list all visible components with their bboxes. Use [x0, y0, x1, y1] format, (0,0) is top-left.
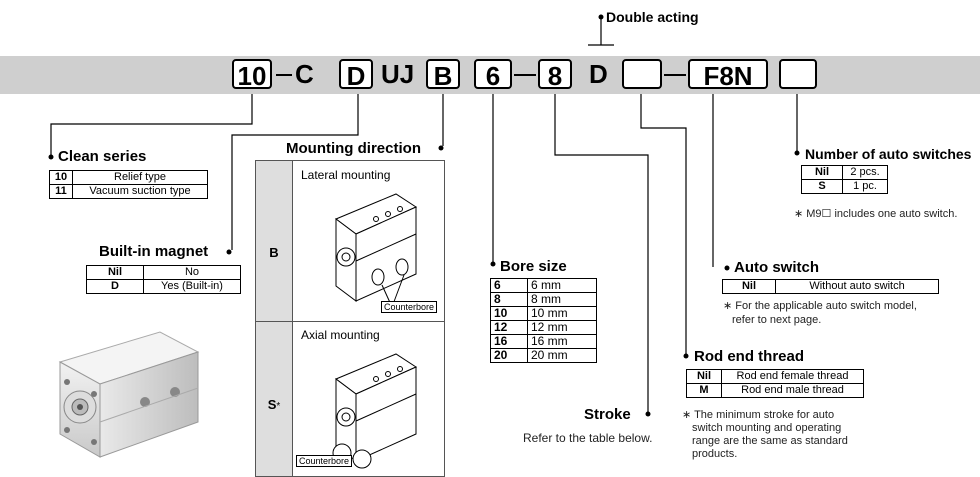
- code-bore: 6: [474, 59, 512, 89]
- code-switch-count: [779, 59, 817, 89]
- code-rod-end: [622, 59, 662, 89]
- cell-value: Relief type: [73, 171, 208, 185]
- cell-value: 10 mm: [528, 307, 597, 321]
- auto-switch-note-2: refer to next page.: [732, 314, 821, 327]
- auto-switch-title: Auto switch: [734, 259, 819, 276]
- cell-key: Nil: [723, 280, 776, 294]
- clean-series-leader: [51, 91, 252, 155]
- cell-key: Nil: [687, 370, 722, 384]
- mounting-key-s-asterisk: *: [276, 401, 280, 412]
- cell-value: Without auto switch: [776, 280, 939, 294]
- cell-key: M: [687, 384, 722, 398]
- lateral-mounting-drawing: [326, 189, 441, 319]
- rod-note-2: switch mounting and operating: [692, 422, 841, 435]
- switch-count-note: ∗ M9☐ includes one auto switch.: [794, 208, 957, 221]
- cell-value: No: [144, 266, 241, 280]
- code-double-acting: D: [589, 59, 608, 89]
- stroke-leader: [555, 91, 648, 412]
- code-built-in-magnet: D: [339, 59, 373, 89]
- cell-key: Nil: [87, 266, 144, 280]
- cell-key: Nil: [802, 166, 843, 180]
- mounting-lateral-label: Lateral mounting: [301, 168, 390, 182]
- switch-count-title: Number of auto switches: [805, 146, 971, 162]
- cell-key: D: [87, 280, 144, 294]
- code-auto-switch: F8N: [688, 59, 768, 89]
- code-mounting: B: [426, 59, 460, 89]
- code-uj: UJ: [381, 59, 414, 89]
- clean-series-title: Clean series: [58, 148, 146, 165]
- cell-value: 20 mm: [528, 349, 597, 363]
- code-c: C: [295, 59, 314, 89]
- code-dash-2: [514, 74, 536, 76]
- mounting-key-column: [256, 161, 292, 476]
- cell-key: 12: [491, 321, 528, 335]
- built-in-magnet-title: Built-in magnet: [99, 243, 208, 260]
- cell-key: 16: [491, 335, 528, 349]
- divider: [256, 321, 444, 322]
- rod-end-thread-title: Rod end thread: [694, 348, 804, 365]
- cell-value: 16 mm: [528, 335, 597, 349]
- cell-value: Rod end female thread: [722, 370, 864, 384]
- code-dash-3: [664, 74, 686, 76]
- cylinder-product-photo: [20, 322, 210, 472]
- cell-value: 8 mm: [528, 293, 597, 307]
- cell-value: 6 mm: [528, 279, 597, 293]
- cell-key: 11: [50, 185, 73, 199]
- cell-value: Yes (Built-in): [144, 280, 241, 294]
- cell-key: 20: [491, 349, 528, 363]
- rod-note-4: products.: [692, 448, 737, 461]
- counterbore-callout-1: Counterbore: [381, 301, 437, 313]
- cell-key: 10: [491, 307, 528, 321]
- mounting-direction-title: Mounting direction: [286, 140, 421, 157]
- mounting-axial-label: Axial mounting: [301, 328, 380, 342]
- stroke-title: Stroke: [584, 406, 631, 423]
- mounting-key-b: B: [256, 245, 292, 260]
- cell-key: 6: [491, 279, 528, 293]
- auto-switch-note-1: ∗ For the applicable auto switch model,: [723, 300, 917, 313]
- counterbore-callout-2: Counterbore: [296, 455, 352, 467]
- bore-size-title: Bore size: [500, 258, 567, 275]
- cell-key: 10: [50, 171, 73, 185]
- divider: [292, 161, 293, 476]
- cell-value: 1 pc.: [843, 180, 888, 194]
- cell-key: 8: [491, 293, 528, 307]
- rod-note-3: range are the same as standard: [692, 435, 848, 448]
- code-stroke: 8: [538, 59, 572, 89]
- mounting-key-s: S*: [256, 397, 292, 412]
- double-acting-label: Double acting: [606, 9, 699, 25]
- cell-key: S: [802, 180, 843, 194]
- stroke-note: Refer to the table below.: [523, 432, 652, 445]
- cell-value: Vacuum suction type: [73, 185, 208, 199]
- cell-value: 2 pcs.: [843, 166, 888, 180]
- code-dash-1: [276, 74, 292, 76]
- rod-note-1: ∗ The minimum stroke for auto: [682, 409, 834, 422]
- mounting-direction-table: B Lateral mounting S* Axial mounting Cou…: [255, 160, 445, 477]
- cell-value: Rod end male thread: [722, 384, 864, 398]
- cell-value: 12 mm: [528, 321, 597, 335]
- code-clean-series: 10: [232, 59, 272, 89]
